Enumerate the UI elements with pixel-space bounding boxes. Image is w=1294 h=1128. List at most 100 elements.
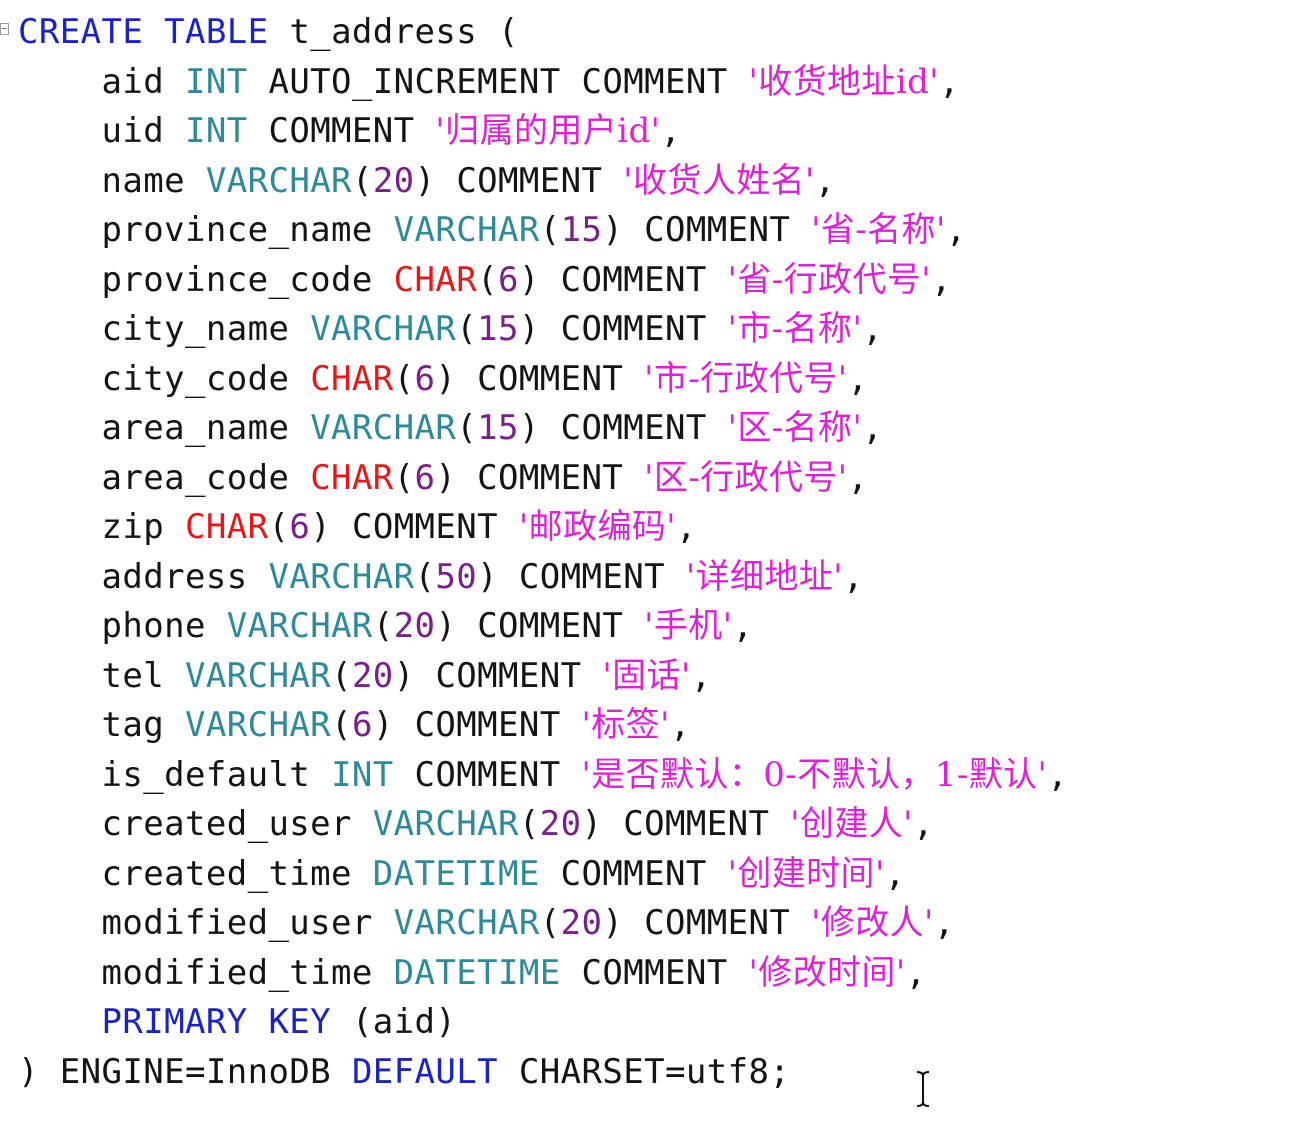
column-extra: AUTO_INCREMENT	[268, 61, 561, 102]
column-comment: '区-名称'	[727, 408, 863, 448]
keyword-comment: COMMENT	[268, 111, 415, 151]
trailing-comma: ,	[939, 61, 960, 102]
size-close-paren: )	[602, 903, 624, 943]
code-line-column: modified_user VARCHAR(20) COMMENT '修改人',	[18, 899, 1068, 949]
keyword-comment: COMMENT	[560, 853, 707, 894]
code-line-column: created_user VARCHAR(20) COMMENT '创建人',	[18, 800, 1068, 850]
fold-collapse-icon[interactable]	[0, 23, 9, 35]
column-name: phone	[101, 606, 206, 646]
size-open-paren: (	[477, 259, 499, 300]
column-type: CHAR	[393, 259, 478, 300]
column-type: VARCHAR	[268, 556, 415, 597]
column-size: 20	[372, 160, 415, 201]
close-paren: )	[18, 1051, 39, 1092]
trailing-comma: ,	[862, 309, 884, 349]
keyword-comment: COMMENT	[477, 358, 624, 399]
trailing-comma: ,	[945, 210, 967, 250]
charset-clause: CHARSET=utf8;	[518, 1051, 791, 1092]
column-type: VARCHAR	[184, 655, 332, 696]
code-line-column: province_code CHAR(6) COMMENT '省-行政代号',	[18, 256, 1068, 306]
column-type: VARCHAR	[184, 705, 332, 745]
size-close-paren: )	[310, 507, 332, 547]
column-size: 15	[477, 309, 519, 349]
column-comment: '创建时间'	[727, 853, 885, 894]
trailing-comma: ,	[690, 655, 712, 696]
column-type: CHAR	[184, 507, 269, 547]
column-comment: '省-名称'	[811, 210, 946, 250]
keyword-create: CREATE	[18, 12, 144, 52]
column-size: 6	[289, 507, 311, 547]
column-name: aid	[101, 61, 165, 102]
column-type: VARCHAR	[205, 160, 352, 201]
column-name: is_default	[101, 754, 311, 795]
trailing-comma: ,	[676, 507, 697, 547]
primary-key-columns: (aid)	[351, 1002, 457, 1042]
column-name: address	[101, 556, 248, 597]
keyword-comment: COMMENT	[414, 705, 561, 745]
column-name: province_code	[101, 259, 373, 300]
column-name: city_name	[101, 309, 290, 349]
column-comment: '是否默认：0-不默认，1-默认'	[581, 754, 1048, 795]
code-line-column: aid INT AUTO_INCREMENT COMMENT '收货地址id',	[18, 58, 1068, 108]
column-name: created_user	[101, 804, 352, 844]
table-name: t_address	[289, 12, 478, 52]
column-size: 6	[414, 457, 436, 498]
code-line-column: area_code CHAR(6) COMMENT '区-行政代号',	[18, 454, 1068, 504]
size-open-paren: (	[351, 160, 373, 201]
keyword-comment: COMMENT	[560, 309, 707, 349]
code-line-column: uid INT COMMENT '归属的用户id',	[18, 107, 1068, 157]
size-close-paren: )	[393, 655, 415, 696]
column-type: VARCHAR	[393, 903, 540, 943]
column-name: modified_user	[101, 903, 373, 943]
engine-clause: ENGINE=InnoDB	[59, 1051, 332, 1092]
size-open-paren: (	[539, 903, 561, 943]
size-open-paren: (	[393, 358, 415, 399]
code-line-column: province_name VARCHAR(15) COMMENT '省-名称'…	[18, 206, 1068, 256]
trailing-comma: ,	[912, 804, 934, 844]
column-comment: '市-名称'	[727, 309, 863, 349]
size-close-paren: )	[435, 358, 457, 399]
column-type: VARCHAR	[310, 408, 457, 448]
column-name: created_time	[101, 853, 352, 894]
column-comment: '省-行政代号'	[727, 259, 932, 300]
size-close-paren: )	[435, 457, 457, 498]
column-name: name	[101, 160, 185, 201]
keyword-comment: COMMENT	[560, 259, 707, 300]
code-line-primary-key: PRIMARY KEY (aid)	[18, 998, 1068, 1048]
keyword-comment: COMMENT	[644, 210, 791, 250]
column-size: 6	[498, 259, 519, 300]
column-name: tel	[101, 655, 165, 696]
keyword-comment: COMMENT	[518, 556, 666, 597]
trailing-comma: ,	[847, 358, 869, 399]
keyword-comment: COMMENT	[581, 61, 728, 102]
column-comment: '详细地址'	[685, 556, 843, 597]
column-size: 15	[477, 408, 519, 448]
size-open-paren: (	[539, 210, 561, 250]
code-area[interactable]: CREATE TABLE t_address ( aid INT AUTO_IN…	[18, 8, 1068, 1097]
column-type: INT	[184, 61, 248, 102]
column-type: INT	[184, 111, 248, 151]
column-size: 15	[560, 210, 603, 250]
keyword-comment: COMMENT	[456, 160, 603, 201]
size-open-paren: (	[372, 606, 394, 646]
column-comment: '创建人'	[790, 804, 913, 844]
column-type: DATETIME	[393, 952, 561, 993]
keyword-comment: COMMENT	[477, 606, 624, 646]
trailing-comma: ,	[1047, 754, 1069, 795]
trailing-comma: ,	[905, 952, 927, 993]
keyword-table: TABLE	[164, 12, 269, 52]
column-type: VARCHAR	[372, 804, 519, 844]
trailing-comma: ,	[669, 705, 691, 745]
keyword-comment: COMMENT	[414, 754, 561, 795]
size-close-paren: )	[518, 408, 540, 448]
column-name: area_name	[101, 408, 290, 448]
keyword-default: DEFAULT	[351, 1051, 499, 1092]
trailing-comma: ,	[660, 111, 682, 151]
trailing-comma: ,	[732, 606, 754, 646]
column-type: VARCHAR	[393, 210, 540, 250]
size-open-paren: (	[331, 655, 352, 696]
code-line-create-table: CREATE TABLE t_address (	[18, 8, 1068, 58]
column-comment: '邮政编码'	[518, 507, 677, 547]
column-name: area_code	[101, 457, 290, 498]
